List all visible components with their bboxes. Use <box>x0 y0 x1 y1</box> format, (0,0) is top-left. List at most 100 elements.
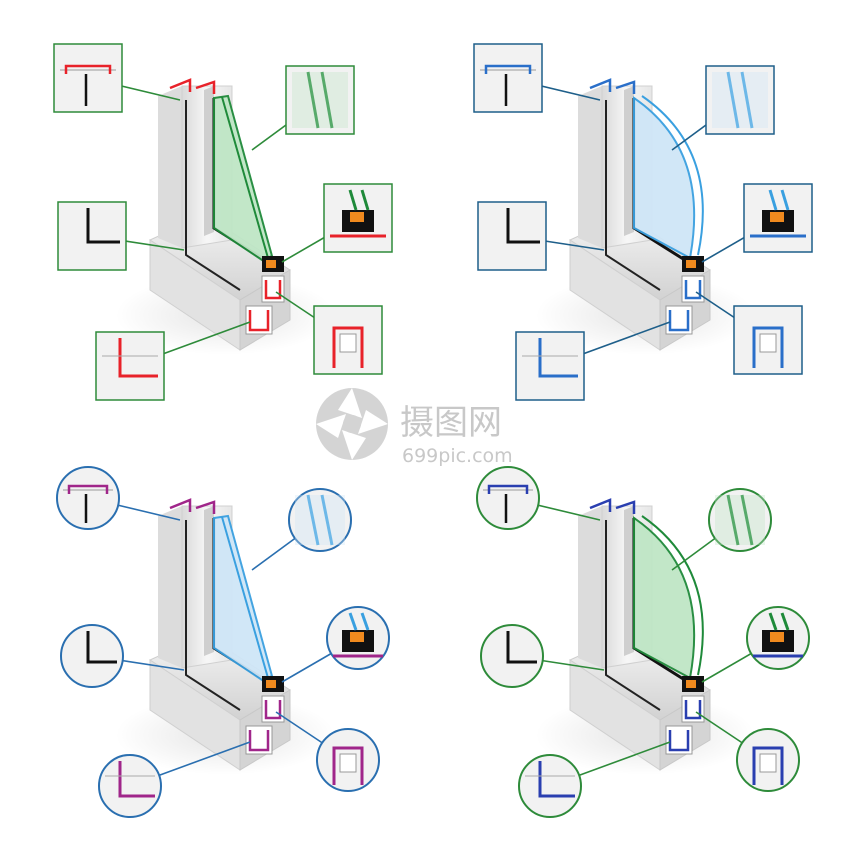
profile-chamber-1 <box>681 695 705 723</box>
callout-chamber2 <box>275 291 383 375</box>
detail-chamber2-inner <box>339 753 357 773</box>
callout-corner <box>57 201 185 271</box>
profile-accent-1 <box>264 700 282 720</box>
callout-glass <box>671 65 775 151</box>
callout-chamber <box>98 741 251 818</box>
frame-post-side <box>578 86 602 248</box>
callout-gasket <box>701 183 813 263</box>
callout-top <box>476 466 601 530</box>
detail-chamber2-inner <box>339 333 357 353</box>
top-accent-2 <box>195 80 216 94</box>
sash-inner-edge <box>204 86 214 236</box>
detail-chamber-accent <box>538 338 578 378</box>
detail-glass-fill <box>292 72 348 128</box>
detail-glass-fill <box>715 495 765 545</box>
profile-accent-1 <box>684 280 702 300</box>
callout-circle <box>98 754 162 818</box>
profile-spacer <box>266 680 276 688</box>
callout-chamber2 <box>695 291 803 375</box>
detail-chamber-accent <box>118 761 155 798</box>
detail-top-accent <box>487 484 529 494</box>
watermark-logo <box>316 388 388 460</box>
top-accent-1 <box>169 78 192 92</box>
callout-circle <box>476 466 540 530</box>
profile-accent-2 <box>248 310 270 332</box>
callout-circle <box>518 754 582 818</box>
glass-edge <box>641 95 704 256</box>
detail-gasket-spacer <box>770 212 784 222</box>
callout-box <box>473 43 543 113</box>
detail-chamber2-inner <box>759 333 777 353</box>
detail-chamber-accent <box>118 338 158 378</box>
frame-post-side <box>158 86 182 248</box>
sash-inner-edge <box>624 506 634 656</box>
profile-spacer <box>266 260 276 268</box>
detail-glass-1 <box>726 494 740 546</box>
detail-gasket-glass-1 <box>768 612 778 631</box>
profile-accent-2 <box>248 730 270 752</box>
callout-box <box>515 331 585 401</box>
callout-box <box>53 43 123 113</box>
glass-edge <box>641 515 704 676</box>
profile-accent-2 <box>668 730 690 752</box>
callout-circle <box>60 624 124 688</box>
callout-box <box>285 65 355 135</box>
profile-spacer <box>686 680 696 688</box>
detail-glass-1 <box>306 71 320 129</box>
detail-chamber2-inner <box>759 753 777 773</box>
detail-glass-fill <box>712 72 768 128</box>
detail-chamber2-accent <box>752 326 784 368</box>
top-accent-1 <box>589 78 612 92</box>
detail-glass-1 <box>306 494 320 546</box>
callout-circle <box>480 624 544 688</box>
detail-gasket-glass-1 <box>768 189 778 211</box>
panel-bottom-left <box>56 466 390 818</box>
detail-corner-seal <box>506 631 537 664</box>
glass-edge <box>221 96 269 259</box>
callout-glass <box>671 488 772 571</box>
watermark: 摄图网 699pic.com <box>316 388 513 467</box>
profile-accent-1 <box>264 280 282 300</box>
callout-chamber <box>95 321 251 401</box>
callout-circle <box>288 488 352 552</box>
callout-gasket <box>281 183 393 263</box>
detail-top-accent <box>67 484 109 494</box>
detail-glass-2 <box>320 494 334 546</box>
callout-gasket <box>281 606 390 683</box>
profile-accent-2 <box>668 310 690 332</box>
detail-chamber2-accent <box>752 746 784 785</box>
glass-edge <box>221 516 269 679</box>
callout-chamber <box>518 741 671 818</box>
profile-chamber-1 <box>261 275 285 303</box>
detail-corner-seal <box>506 208 540 244</box>
detail-gasket-glass-1 <box>348 189 358 211</box>
detail-top-accent <box>484 64 532 74</box>
detail-glass-1 <box>726 71 740 129</box>
detail-chamber2-accent <box>332 326 364 368</box>
detail-glass-2 <box>320 71 334 129</box>
top-accent-2 <box>615 80 636 94</box>
callout-top <box>56 466 181 530</box>
callout-circle <box>708 488 772 552</box>
detail-top-accent <box>64 64 112 74</box>
detail-glass-2 <box>740 71 754 129</box>
detail-glass-fill <box>295 495 345 545</box>
detail-gasket-spacer <box>350 212 364 222</box>
frame-post-side <box>578 506 602 668</box>
detail-gasket-glass-1 <box>348 612 358 631</box>
sash-inner-edge <box>624 86 634 236</box>
profile-spacer <box>686 260 696 268</box>
detail-corner-seal <box>86 208 120 244</box>
callout-top <box>53 43 181 113</box>
top-accent-1 <box>169 498 192 512</box>
profile-chamber-1 <box>261 695 285 723</box>
frame-post-side <box>158 506 182 668</box>
callout-glass <box>251 65 355 151</box>
callout-box <box>95 331 165 401</box>
detail-gasket-glass-2 <box>780 612 790 631</box>
detail-glass-2 <box>740 494 754 546</box>
callout-chamber <box>515 321 671 401</box>
sash-inner-edge <box>204 506 214 656</box>
callout-chamber2 <box>695 711 800 792</box>
